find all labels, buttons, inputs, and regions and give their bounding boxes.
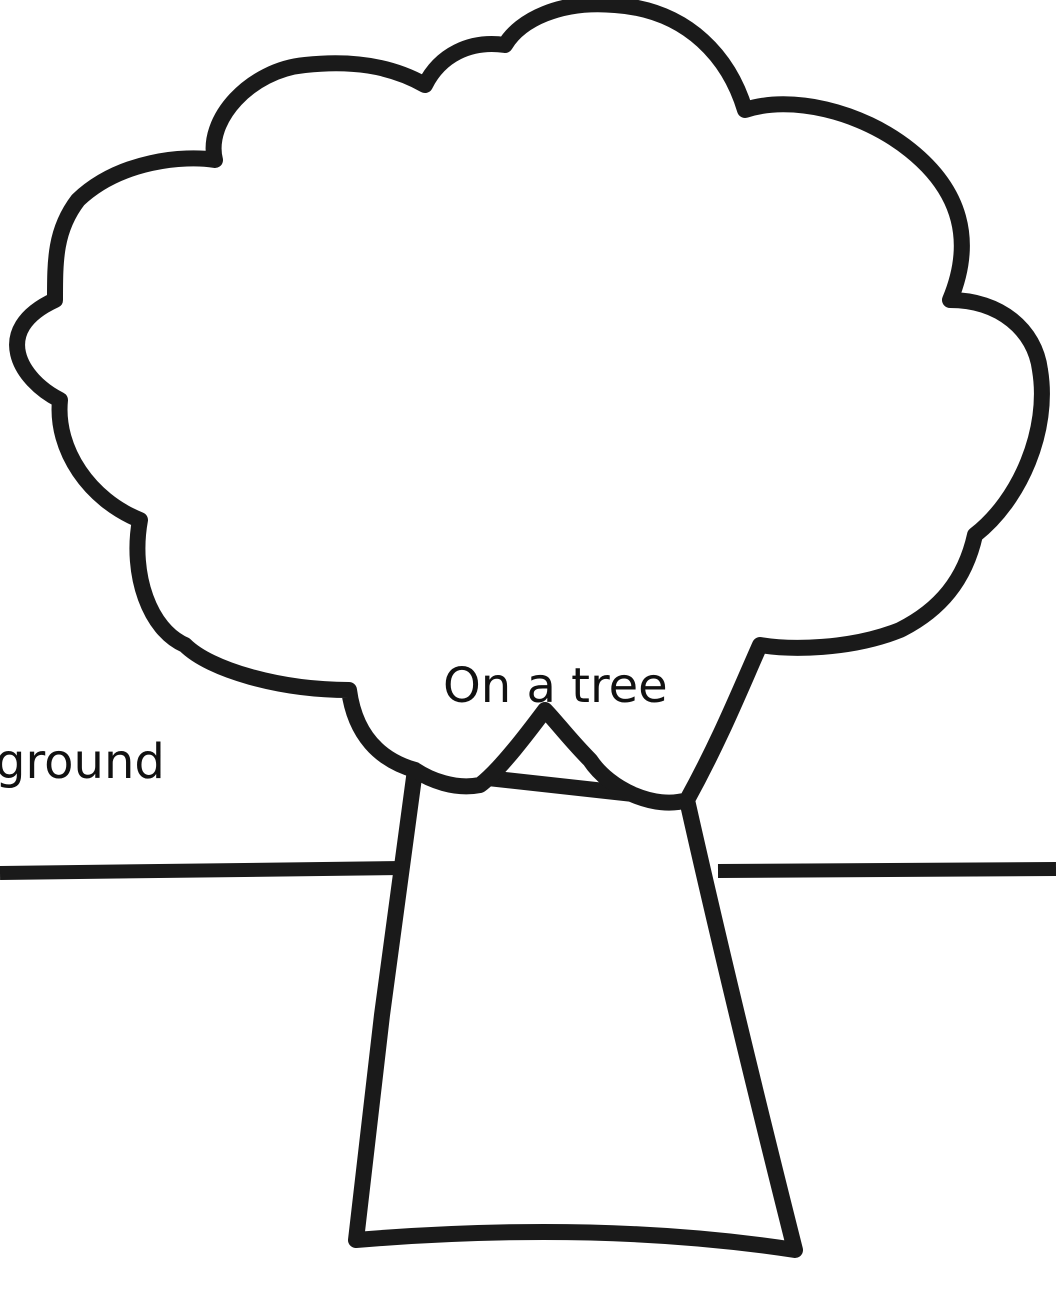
ground-line-right — [718, 869, 1056, 871]
ground-label: ground — [0, 734, 165, 790]
tree-trunk — [356, 770, 795, 1250]
ground-line-left — [0, 868, 402, 873]
trunk-label: On a tree — [443, 658, 668, 714]
